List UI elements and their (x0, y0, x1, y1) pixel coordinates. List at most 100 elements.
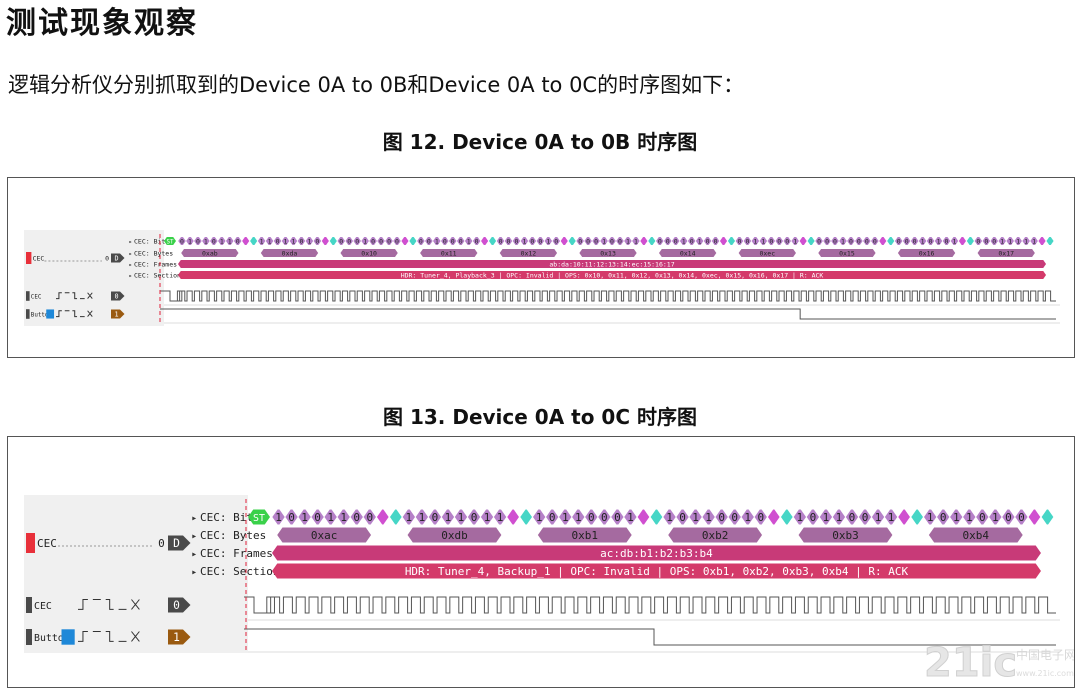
bit-bubble (743, 237, 752, 245)
bit-value: 0 (514, 237, 518, 245)
bit-value: 0 (817, 237, 821, 245)
bit-bubble (385, 237, 393, 245)
byte-bubble (407, 527, 502, 543)
bit-value: 1 (966, 511, 973, 524)
bit-bubble (839, 237, 847, 245)
bit-bubble (926, 237, 935, 245)
cec-channel-badge (111, 253, 125, 263)
bit-value: 0 (757, 511, 764, 524)
bit-value: 1 (698, 237, 702, 245)
bit-bubble (528, 237, 537, 245)
expand-arrow-icon: ▸ (129, 262, 133, 268)
eom-bit-bubble (321, 237, 329, 245)
bit-value: 1 (744, 511, 751, 524)
bit-value: 1 (458, 511, 465, 524)
bit-value: 0 (212, 237, 216, 245)
byte-value: 0x15 (839, 249, 855, 257)
byte-value: 0x17 (998, 249, 1014, 257)
byte-bubble (738, 249, 796, 257)
bit-value: 0 (658, 237, 662, 245)
eom-bit-bubble (879, 237, 887, 245)
bit-value: 0 (315, 237, 319, 245)
bit-bubble (337, 509, 350, 525)
bit-value: 0 (499, 237, 503, 245)
byte-bubble (579, 249, 637, 257)
figure-12-caption: 图 12. Device 0A to 0B 时序图 (382, 130, 698, 154)
expand-arrow-icon: ▸ (129, 273, 133, 279)
bit-value: 1 (1032, 237, 1036, 245)
byte-bubble (818, 249, 876, 257)
bit-bubble (624, 509, 637, 525)
bit-value: 0 (857, 237, 861, 245)
bit-bubble (823, 237, 831, 245)
bit-value: 0 (940, 511, 947, 524)
start-bit-bubble (248, 509, 270, 525)
eom-bit-bubble (560, 237, 568, 245)
button-signal-marker (26, 629, 32, 645)
byte-bubble (260, 249, 319, 257)
bit-value: 0 (984, 237, 988, 245)
row-label-section: CEC: Section (134, 271, 181, 279)
bit-value: 0 (929, 237, 933, 245)
bit-value: 0 (578, 237, 582, 245)
site-watermark-logo: 21ic 中国电子网 www.21ic.com (924, 640, 1074, 686)
section-bar (272, 563, 1041, 579)
bit-value: 0 (1018, 511, 1025, 524)
bit-bubble (273, 237, 282, 245)
bit-value: 1 (888, 511, 895, 524)
bit-value: 1 (497, 511, 504, 524)
bit-bubble (393, 237, 401, 245)
bit-bubble (600, 237, 608, 245)
bit-value: 1 (536, 511, 543, 524)
button-signal-badge (111, 309, 125, 319)
bit-bubble (741, 509, 754, 525)
byte-value: 0x12 (521, 249, 537, 257)
bit-value: 0 (785, 237, 789, 245)
cec-waveform (160, 290, 1056, 302)
bit-bubble (934, 237, 943, 245)
bit-bubble (552, 237, 561, 245)
bit-value: 0 (718, 511, 725, 524)
bit-value: 1 (268, 237, 272, 245)
bit-value: 1 (921, 237, 925, 245)
byte-bubble (897, 249, 956, 257)
byte-value: 0x16 (919, 249, 935, 257)
bit-value: 1 (188, 237, 192, 245)
bit-value: 1 (953, 511, 960, 524)
bit-value: 1 (823, 511, 830, 524)
bit-bubble (285, 509, 298, 525)
byte-bubble (181, 249, 239, 257)
bit-bubble (671, 237, 680, 245)
frames-bar (178, 260, 1047, 268)
bit-bubble (369, 237, 377, 245)
bit-bubble (417, 237, 425, 245)
bit-value: 0 (196, 237, 200, 245)
bit-value: 0 (530, 237, 534, 245)
bit-bubble (1014, 237, 1022, 245)
button-signal-label: Button (34, 633, 70, 644)
ack-bit-bubble (780, 509, 793, 525)
bit-value: 1 (327, 511, 334, 524)
bit-bubble (572, 509, 585, 525)
bit-value: 0 (833, 237, 837, 245)
bit-bubble (735, 237, 744, 245)
bit-value: 1 (484, 511, 491, 524)
bit-value: 0 (459, 237, 463, 245)
bit-value: 1 (634, 237, 638, 245)
bit-bubble (902, 237, 911, 245)
bit-value: 1 (445, 511, 452, 524)
bit-value: 1 (292, 237, 296, 245)
bit-value: 1 (406, 511, 413, 524)
bit-bubble (759, 237, 768, 245)
bit-bubble (679, 237, 688, 245)
cec-edge-trigger-icons (78, 599, 140, 610)
bit-value: 0 (810, 511, 817, 524)
bit-bubble (544, 237, 553, 245)
bit-bubble (632, 237, 640, 245)
bit-bubble (496, 237, 505, 245)
bit-value: 1 (522, 237, 526, 245)
bit-value: 0 (731, 511, 738, 524)
row-label-frames: CEC: Frames (134, 260, 177, 268)
byte-value: 0xb4 (963, 529, 990, 542)
bit-bubble (337, 237, 346, 245)
